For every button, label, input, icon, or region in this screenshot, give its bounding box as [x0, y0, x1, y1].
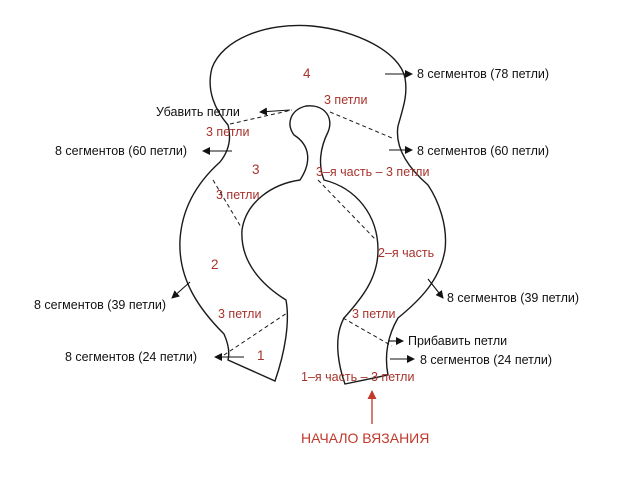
seg24-right-label: 8 сегментов (24 петли) [420, 353, 552, 367]
increase-label: Прибавить петли [408, 334, 507, 348]
arrow-seg39-left [171, 281, 191, 299]
loops-right-lower-label: 3 петли [352, 307, 395, 321]
loops-top-label: 3 петли [324, 93, 367, 107]
seg24-left-label: 8 сегментов (24 петли) [65, 350, 197, 364]
loops-left-upper-label: 3 петли [206, 125, 249, 139]
seg39-left-label: 8 сегментов (39 петли) [34, 298, 166, 312]
arrow-decrease [259, 107, 291, 116]
loops-left-mid-label: 3 петли [216, 188, 259, 202]
decrease-label: Убавить петли [156, 105, 240, 119]
piece-outline [179, 24, 447, 385]
arrow-seg39-right [427, 278, 444, 299]
divider-2-left [212, 179, 242, 228]
section-number-2: 2 [211, 257, 219, 272]
section-number-1: 1 [257, 348, 265, 363]
seg60-right-label: 8 сегментов (60 петли) [417, 144, 549, 158]
seg78-label: 8 сегментов (78 петли) [417, 67, 549, 81]
seg60-left-label: 8 сегментов (60 петли) [55, 144, 187, 158]
part-1-label: 1–я часть – 3 петли [301, 370, 414, 384]
start-label: НАЧАЛО ВЯЗАНИЯ [301, 430, 429, 446]
part-2-label: 2–я часть [378, 246, 434, 260]
loops-left-lower-label: 3 петли [218, 307, 261, 321]
divider-3-right [329, 111, 393, 139]
section-number-3: 3 [252, 162, 260, 177]
seg39-right-label: 8 сегментов (39 петли) [447, 291, 579, 305]
divider-1-right [342, 317, 393, 347]
section-number-4: 4 [303, 66, 311, 81]
divider-3-left [229, 109, 293, 125]
divider-1 [223, 312, 288, 356]
part-3-label: 3–я часть – 3 петли [316, 165, 429, 179]
